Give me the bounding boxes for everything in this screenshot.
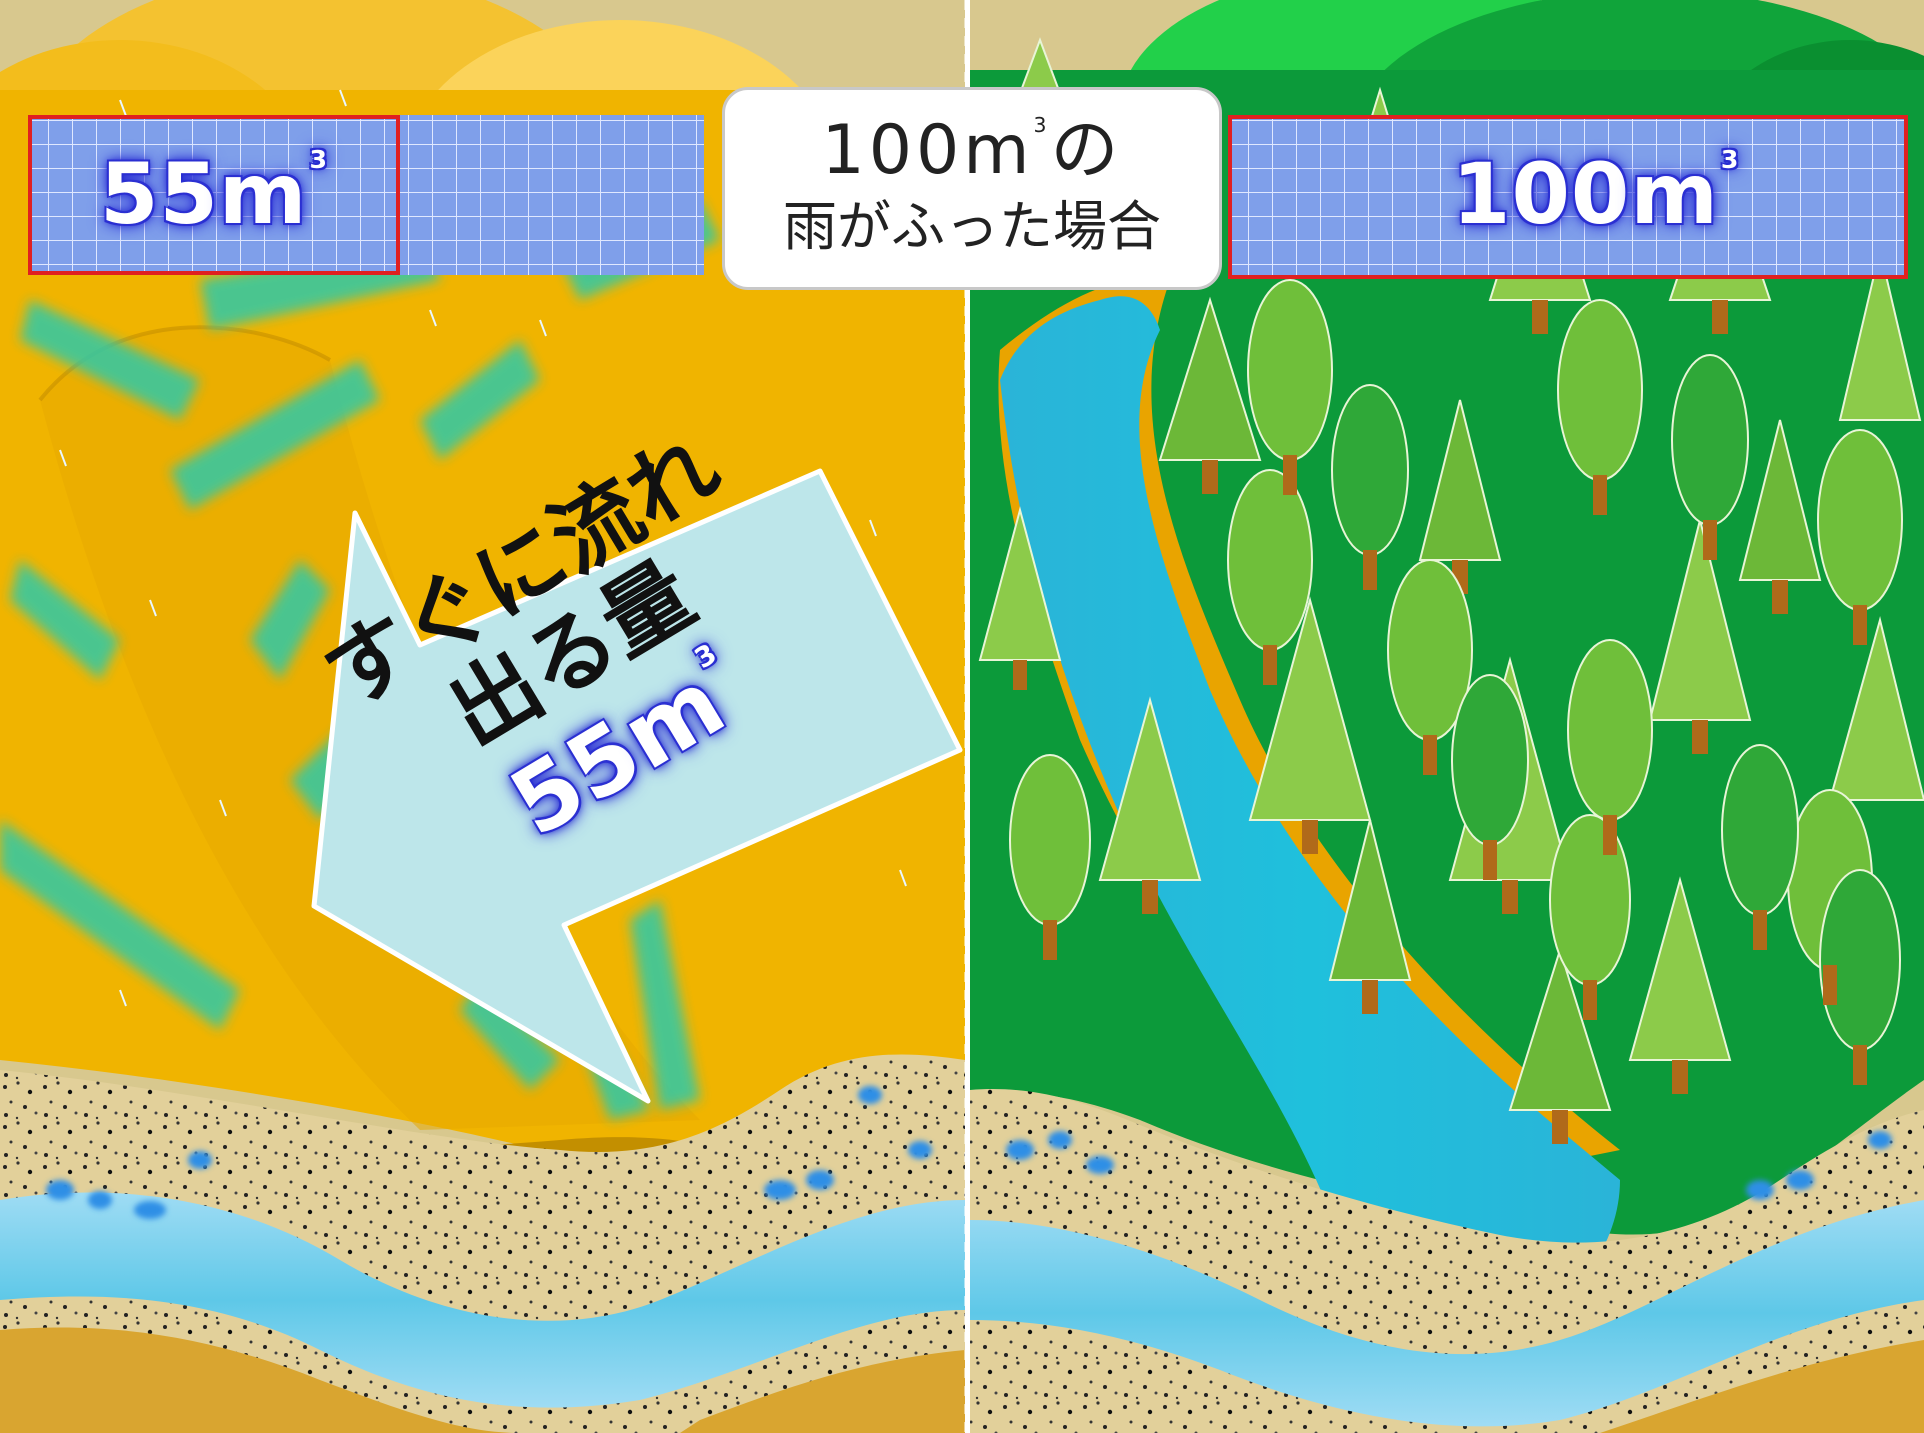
- runoff-arrow: [311, 468, 963, 1104]
- title-suffix: の: [1050, 111, 1123, 191]
- right-gauge-number: 100: [1452, 145, 1631, 243]
- right-gauge-fill-outline: [1228, 115, 1908, 279]
- right-gauge-unit-sup: 3: [1720, 144, 1740, 174]
- right-river: [970, 1200, 1924, 1427]
- right-gauge-value: 100m3: [1452, 147, 1739, 236]
- title-line1: 100m3の: [821, 115, 1122, 185]
- left-river: [0, 1192, 965, 1408]
- left-gauge-value: 55m3: [100, 147, 328, 236]
- title-number: 100: [821, 111, 964, 191]
- left-gauge-unit-sup: 3: [309, 144, 328, 174]
- left-gauge-unit: m: [218, 145, 308, 243]
- title-unit: m: [963, 111, 1034, 191]
- forest-stream: [1000, 296, 1620, 1335]
- left-rain-gauge: [28, 115, 704, 275]
- right-gauge-unit: m: [1630, 145, 1719, 243]
- left-gauge-number: 55: [100, 145, 219, 243]
- title-line2: 雨がふった場合: [783, 195, 1161, 259]
- right-rain-gauge: [1228, 115, 1908, 279]
- title-unit-sup: 3: [1033, 113, 1051, 138]
- left-gauge-fill-outline: [28, 115, 400, 275]
- title-callout: 100m3の 雨がふった場合: [722, 87, 1222, 290]
